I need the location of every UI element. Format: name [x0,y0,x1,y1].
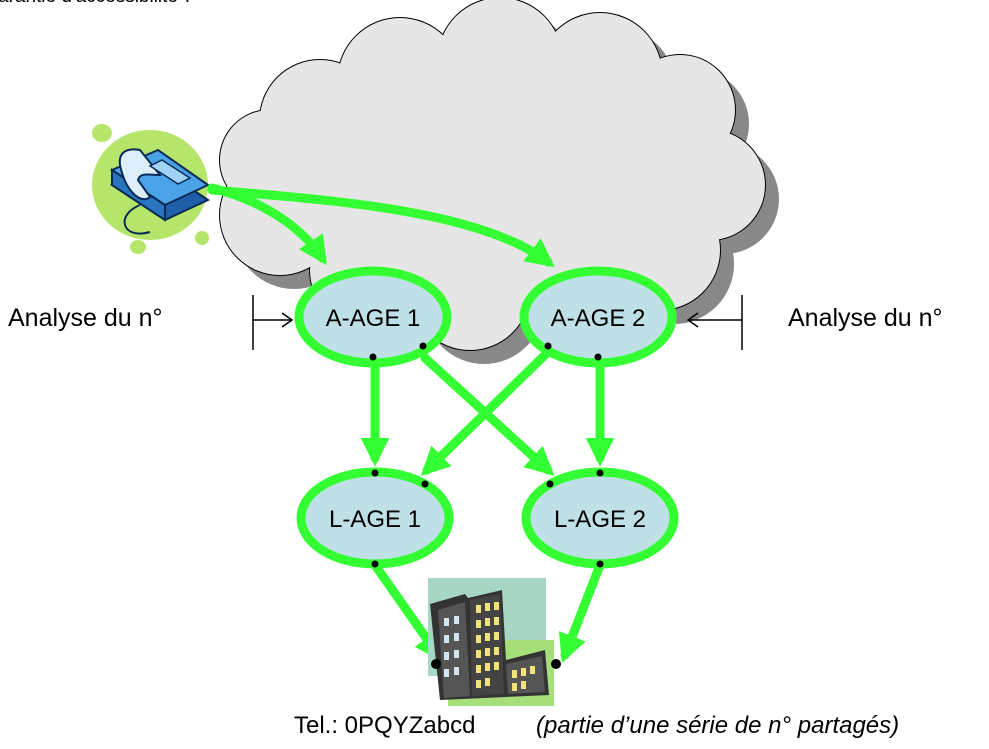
node-a-age-1: A-AGE 1 [294,266,452,368]
building-icon [428,578,561,706]
node-l-age-1-label: L-AGE 1 [329,506,421,533]
tel-number-label: Tel.: 0PQYZabcd [294,712,476,739]
node-l-age-2: L-AGE 2 [521,467,679,569]
node-a-age-2: A-AGE 2 [519,266,677,368]
tel-note-label: (partie d’une série de n° partagés) [536,712,900,739]
node-a-age-2-label: A-AGE 2 [551,305,646,332]
telephone-icon [92,124,211,254]
arrow-phone-to-a-age-2 [207,185,555,268]
top-cutoff-text: arantie d'accessibilité". [0,0,190,8]
arrows [207,183,615,664]
node-l-age-2-label: L-AGE 2 [554,506,646,533]
left-boundary-mark [252,295,294,350]
arrow-a2-to-l1 [420,347,553,477]
node-a-age-1-label: A-AGE 1 [326,305,421,332]
node-l-age-1: L-AGE 1 [296,467,454,569]
right-analysis-label: Analyse du n° [788,304,943,332]
arrow-l2-to-building [558,560,605,664]
right-boundary-mark [686,295,743,350]
arrow-l1-to-building [370,560,443,663]
left-analysis-label: Analyse du n° [8,304,163,332]
